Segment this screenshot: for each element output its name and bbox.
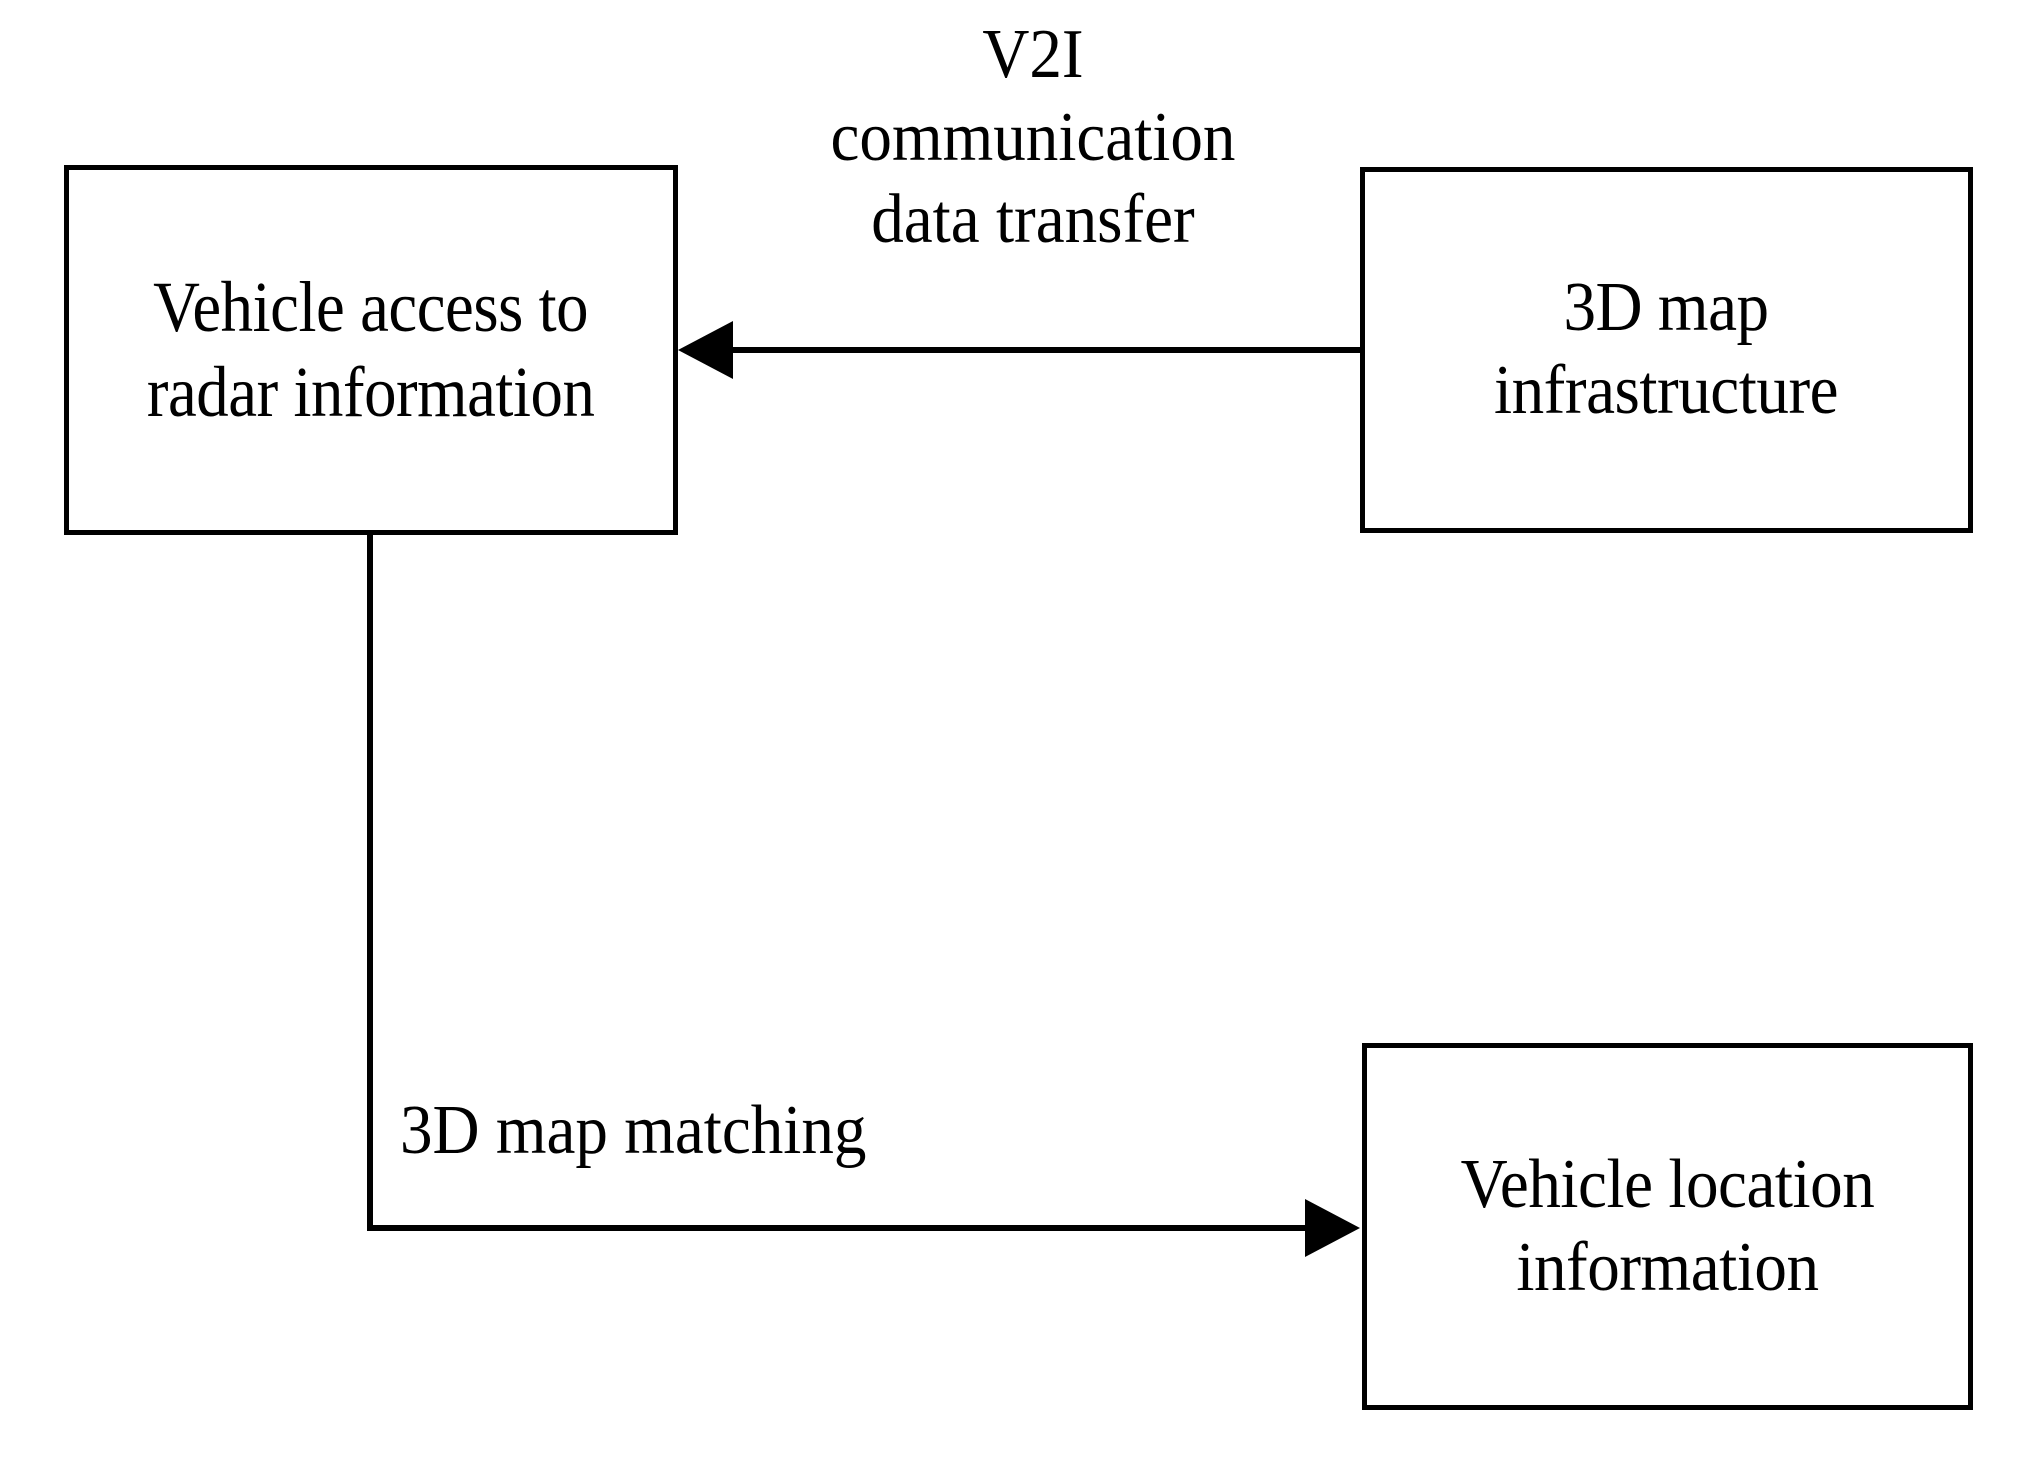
node-label: Vehicle location information — [1460, 1145, 1875, 1306]
node-vehicle-access-to-radar-information[interactable]: Vehicle access to radar information — [64, 165, 678, 535]
node-3d-map-infrastructure[interactable]: 3D map infrastructure — [1360, 167, 1973, 533]
connector-map-matching — [367, 535, 1360, 1257]
node-label: 3D map infrastructure — [1494, 269, 1839, 429]
connector-v2i — [678, 321, 1360, 379]
arrowhead-left-icon — [678, 321, 733, 379]
edge-label-v2i-communication-data-transfer: V2I communication data transfer — [830, 16, 1236, 259]
connector-map-matching-line — [367, 535, 1307, 1231]
node-vehicle-location-information[interactable]: Vehicle location information — [1362, 1043, 1973, 1410]
arrowhead-right-icon — [1305, 1199, 1360, 1257]
node-label: Vehicle access to radar information — [147, 267, 595, 432]
edge-label-3d-map-matching: 3D map matching — [400, 1092, 867, 1169]
